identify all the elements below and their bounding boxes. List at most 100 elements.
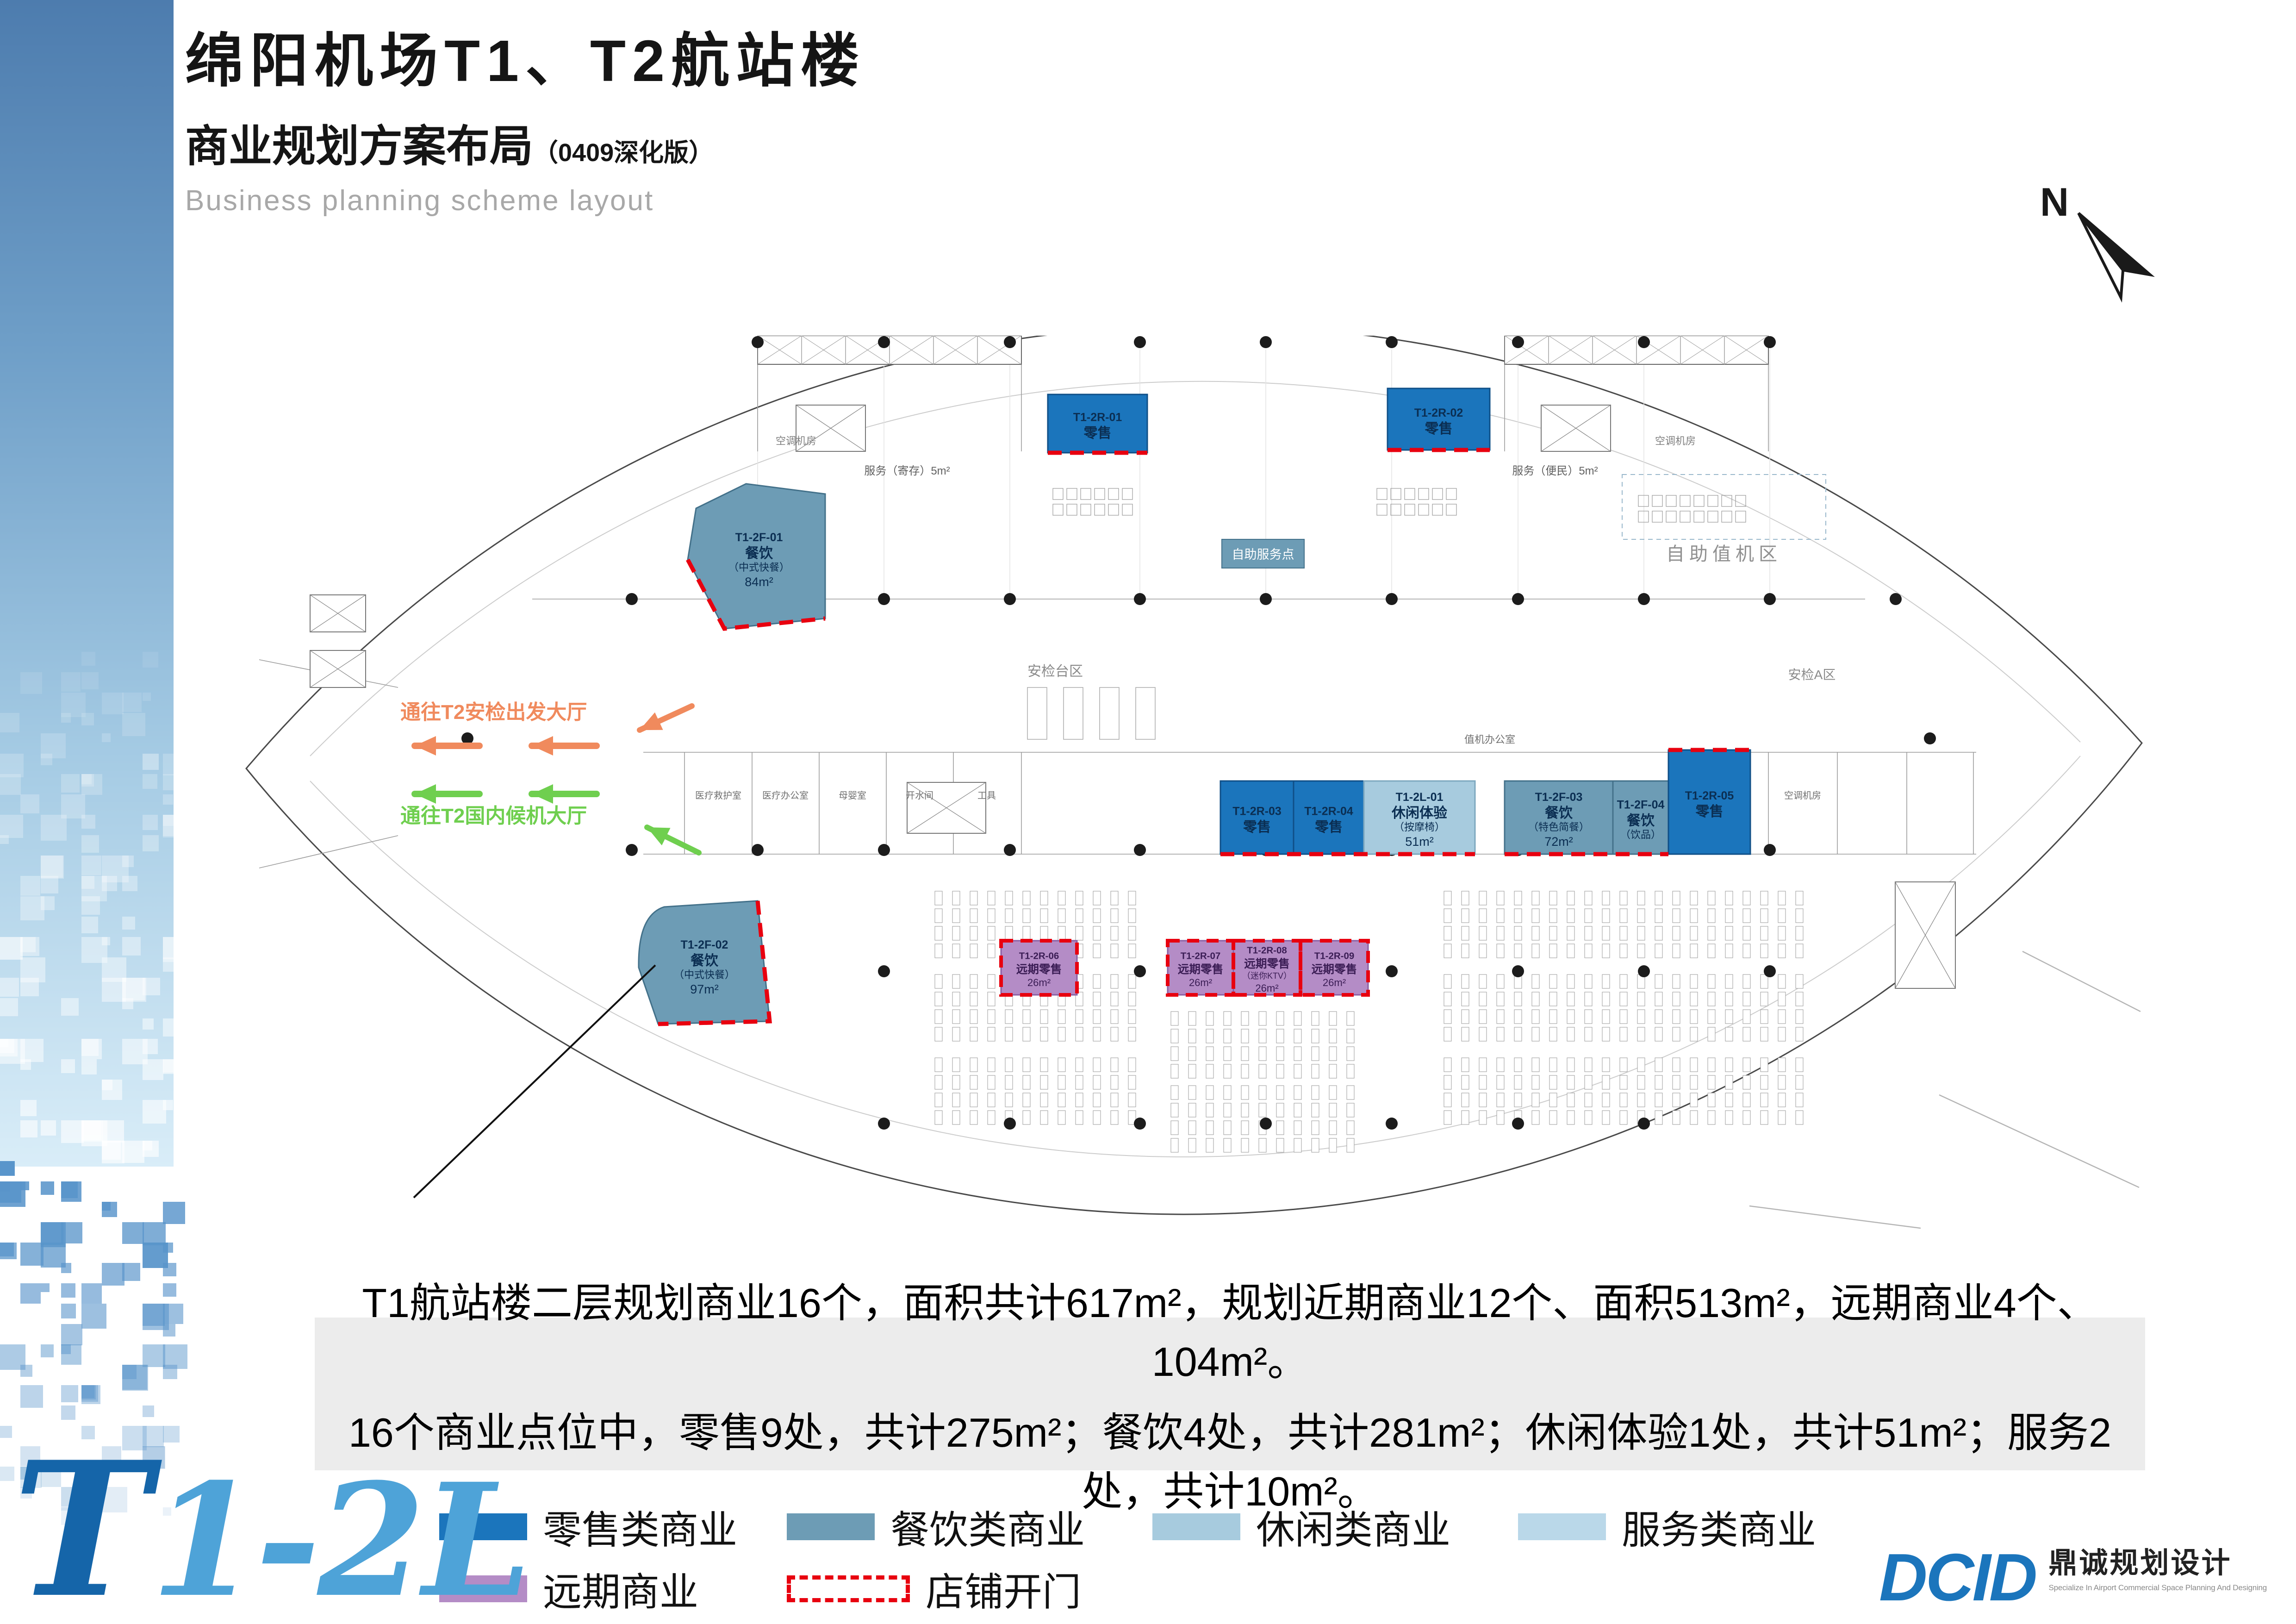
legend-item-service: 服务类商业 [1518,1508,1816,1552]
compass-arrow-icon [2077,212,2155,303]
direction-arrow-head [647,827,671,846]
mosaic-square [122,1222,144,1244]
mosaic-square [0,1243,17,1260]
page-title: 绵阳机场T1、T2航站楼 [185,28,866,94]
summary-box: T1航站楼二层规划商业16个，面积共计617m²，规划近期商业12个、面积513… [315,1280,2145,1514]
legend-item-leisure: 休闲类商业 [1152,1508,1450,1552]
plan-label: 空调机房 [1784,790,1821,801]
mosaic-square [61,1324,83,1346]
zone-T1-2R-05 [1668,749,1751,855]
shop-door-line [686,558,826,631]
mosaic-square [122,1365,137,1380]
mosaic-square [41,1222,66,1248]
self-service-point-box [1221,539,1305,568]
plan-label: 医疗救护室 [695,790,741,801]
mosaic-square [143,1304,169,1330]
mosaic-square [41,1243,66,1268]
mosaic-square [102,1202,111,1211]
mosaic-square [20,1181,29,1190]
mosaic-square [0,1181,26,1207]
mosaic-square [143,1344,165,1367]
direction-arrow-head [415,784,436,804]
zone-T1-2R-02 [1387,387,1491,451]
mosaic-square [81,1304,106,1329]
mosaic-square [81,1283,102,1304]
direction-arrow-head [532,736,553,756]
shop-door-outline [999,939,1079,997]
mosaic-square [0,1243,14,1256]
legend-label-retail: 零售类商业 [543,1508,738,1552]
mosaic-square [81,1385,94,1398]
logo-name: DCID [1879,1540,2037,1615]
floor-code-rest: 1-2L [150,1449,532,1624]
terminal-outline [245,336,2143,1215]
mosaic-square [61,1405,76,1420]
legend-label-service: 服务类商业 [1622,1508,1817,1552]
logo-text-block: 鼎诚规划设计 Specialize In Airport Commercial … [2048,1544,2267,1593]
legend-swatch-service [1518,1513,1606,1540]
legend-swatch-future [439,1575,527,1602]
mosaic-square [0,1426,12,1438]
legend-item-future: 远期商业 [439,1570,698,1614]
mosaic-square [163,1243,173,1253]
mosaic-square [0,1181,10,1192]
mosaic-square [122,1365,148,1390]
legend-item-dining: 餐饮类商业 [787,1508,1085,1552]
direction-arrow-head [532,784,553,804]
logo-tagline: Specialize In Airport Commercial Space P… [2048,1583,2267,1593]
legend-swatch-leisure [1152,1513,1240,1540]
header: 绵阳机场T1、T2航站楼 商业规划方案布局（0409深化版） Business … [185,14,865,217]
mosaic-square [81,1385,100,1404]
plan-label: 空调机房 [1655,435,1696,447]
mosaic-square [122,1263,141,1281]
mosaic-square [163,1283,176,1297]
plan-label: 安检台区 [1027,664,1083,679]
plan-label: 值机办公室 [1464,734,1515,745]
zone-T1-2R-04 [1293,780,1365,855]
mosaic-square [143,1405,155,1418]
logo-cn: 鼎诚规划设计 [2048,1547,2232,1579]
mosaic-square [81,1385,96,1399]
subtitle-note: （0409深化版） [533,139,714,167]
plan-label: 医疗办公室 [762,790,809,801]
subtitle-text: 商业规划方案布局 [185,122,534,170]
mosaic-square [61,1385,78,1402]
mosaic-square [163,1344,188,1369]
floor-code-t: T [13,1421,151,1624]
plan-label: 空调机房 [776,435,816,447]
north-compass: N [2040,180,2155,303]
direction-note: 通往T2国内候机大厅 [400,805,587,827]
mosaic-square [61,1181,78,1198]
mosaic-square [61,1283,75,1298]
mosaic-square [0,1181,21,1203]
mosaic-square [20,1243,44,1266]
mosaic-square [41,1222,63,1245]
zone-T1-2R-07 [1167,940,1234,996]
legend-swatch-retail [439,1513,527,1540]
mosaic-square [143,1243,168,1268]
mosaic-square [163,1202,186,1224]
mosaic-square [20,1385,44,1408]
mosaic-square [61,1181,82,1202]
direction-arrow-head [640,712,663,730]
shop-door-line [658,900,772,1026]
company-logo: DCID 鼎诚规划设计 Specialize In Airport Commer… [1879,1544,2267,1611]
direction-arrow-head [415,736,436,756]
mosaic-square [163,1263,177,1277]
mosaic-square [41,1344,54,1358]
mosaic-square [0,1344,26,1370]
plan-label: 服务（便民）5m² [1512,465,1598,477]
